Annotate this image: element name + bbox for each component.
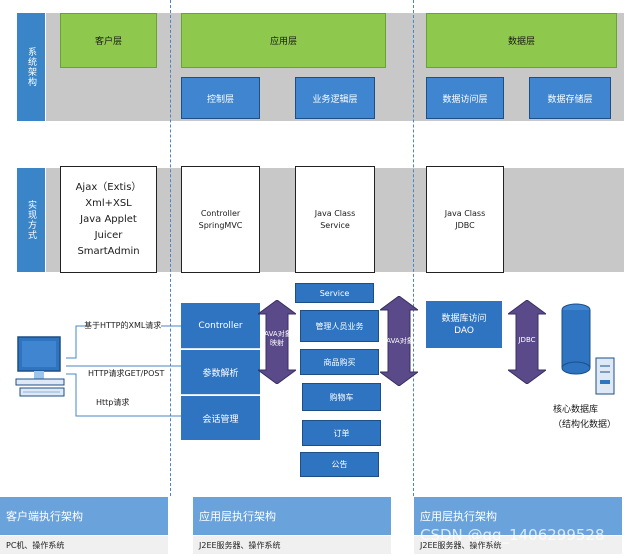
client-impl-line: Ajax（Extis） (75, 181, 142, 193)
client-impl-box: Ajax（Extis） Xml+XSL Java Applet Juicer S… (60, 166, 157, 273)
client-layer: 客户层 (60, 13, 157, 68)
service-impl-box: Java Class Service (295, 166, 375, 273)
client-impl-line: SmartAdmin (77, 245, 140, 257)
data-access-layer: 数据访问层 (426, 77, 504, 119)
data-layer: 数据层 (426, 13, 617, 68)
java-obj-label: JAVA对象 (384, 337, 414, 345)
java-obj-arrow (380, 296, 418, 386)
jdbc-impl-line: Java Class (444, 208, 486, 218)
separator-1 (170, 0, 171, 496)
conn-http-label: Http请求 (96, 397, 130, 408)
service-item: Service (295, 283, 374, 303)
separator-2 (413, 0, 414, 496)
data-storage-layer: 数据存储层 (529, 77, 611, 119)
client-exec-sub: PC机、操作系统 (0, 536, 168, 554)
conn-get-post-label: HTTP请求GET/POST (88, 368, 165, 379)
database-icon (561, 303, 615, 395)
java-obj-mapping-label: JAVA对象映射 (262, 330, 292, 347)
application-layer: 应用层 (181, 13, 386, 68)
controller-impl-box: Controller SpringMVC (181, 166, 260, 273)
computer-icon (15, 336, 65, 397)
service-item: 管理人员业务 (300, 310, 379, 342)
jdbc-arrow-label: JDBC (518, 336, 536, 344)
service-item: 订单 (302, 420, 381, 446)
controller-impl-line: SpringMVC (198, 220, 243, 230)
service-item: 公告 (300, 452, 379, 477)
client-impl-line: Java Applet (80, 213, 137, 225)
impl-label: 实现方式 (17, 168, 45, 272)
session-mgmt-box: 会话管理 (181, 396, 260, 440)
client-impl-line: Juicer (94, 229, 123, 241)
controller-impl-line: Controller (200, 208, 241, 218)
db-label-1: 核心数据库 (553, 405, 599, 415)
service-impl-line: Service (320, 220, 350, 230)
jdbc-impl-line: JDBC (455, 220, 475, 230)
client-exec-title: 客户端执行架构 (0, 497, 168, 535)
system-arch-label: 系统架构 (17, 13, 45, 121)
watermark: CSDN @qq_1406299528 (420, 526, 605, 544)
data-exec-title: 应用层执行架构 (414, 497, 622, 535)
app-exec-title: 应用层执行架构 (193, 497, 391, 535)
db-label-2: （结构化数据） (553, 420, 617, 430)
conn-xml-label: 基于HTTP的XML请求 (84, 320, 162, 331)
client-impl-line: Xml+XSL (85, 197, 132, 209)
service-item: 商品购买 (300, 349, 379, 375)
param-parse-box: 参数解析 (181, 350, 260, 395)
app-exec-sub: J2EE服务器、操作系统 (193, 536, 391, 554)
jdbc-impl-box: Java Class JDBC (426, 166, 504, 273)
controller-box: Controller (181, 303, 260, 349)
dao-line: 数据库访问 (441, 313, 487, 324)
dao-line: DAO (454, 325, 474, 336)
business-logic-layer: 业务逻辑层 (295, 77, 375, 119)
service-item: 购物车 (302, 383, 381, 411)
jdbc-arrow (508, 300, 546, 384)
control-layer: 控制层 (181, 77, 260, 119)
dao-box: 数据库访问 DAO (426, 301, 502, 348)
java-obj-mapping-arrow (258, 300, 296, 384)
service-impl-line: Java Class (314, 208, 356, 218)
data-exec-sub: J2EE服务器、操作系统 (414, 536, 622, 554)
